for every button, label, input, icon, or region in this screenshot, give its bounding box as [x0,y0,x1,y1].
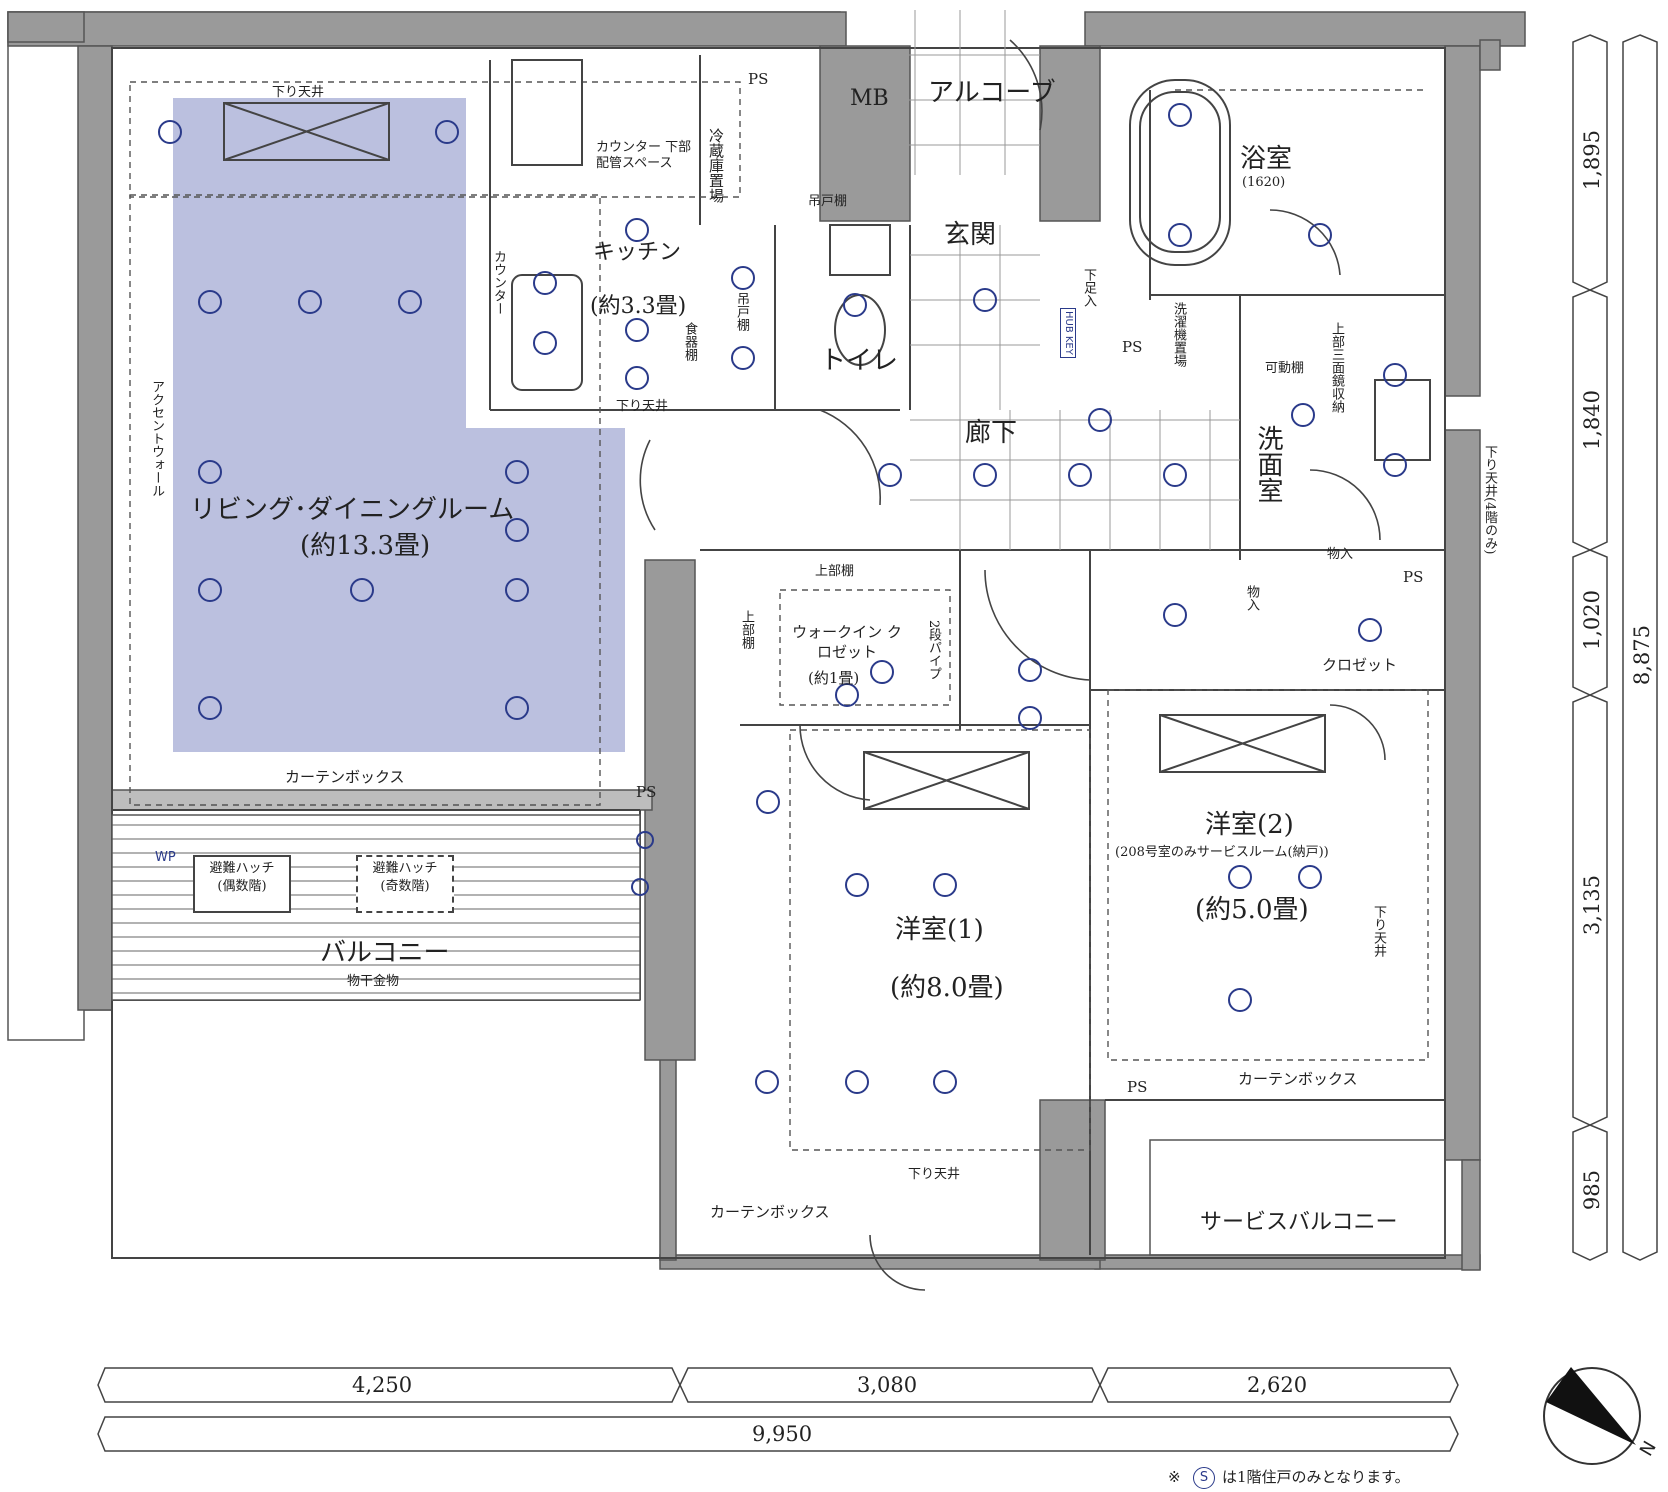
hatch-odd-label: 避難ハッチ (奇数階) [372,861,438,895]
counter-pipe-label: カウンター 下部配管スペース [596,140,692,171]
ps-label-entrance: PS [1122,338,1143,356]
dim-bottom-2: 3,080 [857,1373,918,1397]
mb-label: MB [850,86,889,111]
room2-note-label: (208号室のみサービスルーム(納戸)) [1115,845,1329,860]
aircon-units [223,102,1326,810]
hatch-even-box [193,855,291,913]
hub-key-label: HUB KEY [1060,308,1076,358]
dim-right-3: 1,020 [1580,590,1604,651]
storage-label-1: 物入 [1327,547,1354,562]
bath-size-label: (1620) [1242,175,1286,190]
three-mirror-label: 上部三面鏡収納 [1329,322,1344,413]
upper-shelf-side: 上部棚 [739,610,754,649]
kitchen-area-label: (約3.3畳) [590,294,687,319]
storage-label-2: 物入 [1244,585,1259,611]
down-ceiling-room2: 下り天井 [1371,905,1386,957]
footnote-symbol: S [1193,1467,1215,1489]
down-ceiling-4f: 下り天井(4階のみ) [1482,445,1497,555]
ldk-highlight [173,98,625,752]
dim-right-5: 985 [1580,1170,1604,1211]
walkin-area-label: (約1畳) [808,669,860,687]
down-ceiling-kitchen: 下り天井 [616,399,669,414]
movable-shelf-label: 可動棚 [1265,361,1305,376]
room1-area-label: (約8.0畳) [890,973,1004,1003]
room2-label: 洋室(2) [1205,810,1294,840]
kitchen-label: キッチン [593,240,682,265]
dim-total-depth: 8,875 [1630,625,1654,686]
hanging-shelf-toilet: 吊戸棚 [808,194,848,209]
dim-bottom-3: 2,620 [1247,1373,1308,1397]
hanging-shelf-kitchen: 吊戸棚 [734,292,749,331]
tile-grid [905,10,1240,550]
dim-right-1: 1,895 [1580,130,1604,191]
dim-right-2: 1,840 [1580,390,1604,451]
dim-total-width: 9,950 [752,1422,813,1446]
washer-label: 洗濯機置場 [1171,302,1186,367]
dim-right-4: 3,135 [1580,875,1604,936]
walkin-label: ウォークイン クロゼット [792,623,902,661]
curtain-box-ldk: カーテンボックス [285,768,405,786]
ldk-area-label: (約13.3畳) [300,531,431,561]
upper-shelf-top: 上部棚 [815,564,855,579]
service-balcony-label: サービスバルコニー [1200,1210,1398,1235]
closet-label: クロゼット [1322,656,1398,674]
ps-label-kitchen: PS [748,70,769,88]
footnote-text: は1階住戸のみとなります。 [1222,1468,1410,1486]
ps-label-hall: PS [1403,568,1424,586]
accent-wall-label: アクセントウォール [149,380,164,497]
down-ceiling-room1: 下り天井 [908,1167,961,1182]
dish-shelf-label: 食器棚 [682,322,697,361]
wp-label: WP [155,850,176,865]
washroom-label: 洗面室 [1253,425,1283,503]
fridge-label: 冷蔵庫置場 [707,128,725,203]
ps-label-balcony: PS [636,783,657,801]
room2-area-label: (約5.0畳) [1195,895,1309,925]
door-swings [639,39,1386,1291]
hatch-even-label: 避難ハッチ (偶数階) [209,861,275,895]
toilet-label: トイレ [820,346,899,376]
down-ceiling-ldk: 下り天井 [272,85,325,100]
balcony-label: バルコニー [320,938,450,968]
alcove-label: アルコーブ [928,78,1056,108]
counter-label: カウンター [491,250,506,315]
corridor-label: 廊下 [965,418,1018,448]
dim-bottom-1: 4,250 [352,1373,413,1397]
entrance-label: 玄関 [944,220,997,250]
hatch-odd-box [356,855,454,913]
bath-label: 浴室 [1240,144,1293,174]
bathtub [1129,79,1231,266]
laundry-pole-label: 物干金物 [347,974,400,989]
kitchen-fixtures [511,59,1431,461]
two-pipe-label: 2段パイプ [926,620,941,681]
ldk-label: リビング･ダイニングルーム [190,495,515,525]
electrical-symbols [158,103,1407,1094]
ps-label-room2: PS [1127,1078,1148,1096]
footnote-prefix: ※ [1168,1468,1181,1486]
balcony-floor [111,814,1446,1256]
room1-label: 洋室(1) [895,915,984,945]
curtain-box-room2: カーテンボックス [1238,1070,1358,1088]
shoe-box-label: 下足入 [1081,268,1096,307]
curtain-box-room1: カーテンボックス [710,1203,830,1221]
dashed-lines [129,81,1429,1151]
